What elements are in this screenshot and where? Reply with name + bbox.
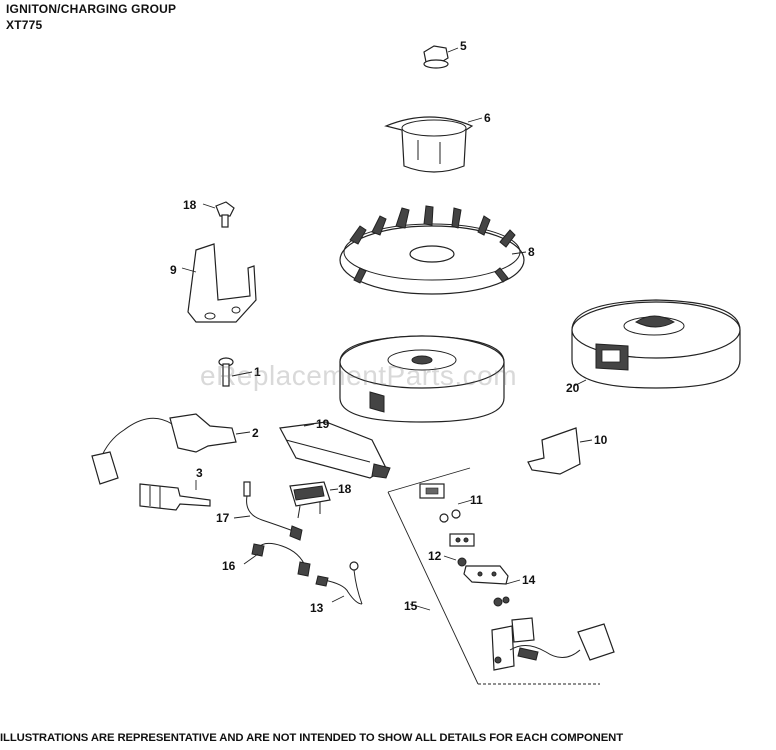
part-15-group-bracket[interactable] xyxy=(387,467,600,685)
flywheel[interactable] xyxy=(339,335,505,423)
part-3-spark-plug[interactable] xyxy=(139,480,211,511)
callout-17: 17 xyxy=(216,511,230,525)
callout-13: 14 xyxy=(522,573,536,587)
callout-20: 20 xyxy=(566,381,580,395)
callout-5: 6 xyxy=(484,111,491,125)
diagram-title: IGNITON/CHARGING GROUP xyxy=(6,2,177,16)
callout-9: 10 xyxy=(594,433,608,447)
part-4-nut[interactable] xyxy=(423,45,459,69)
part-2-ignition-coil[interactable] xyxy=(91,413,251,485)
callout-4: 5 xyxy=(460,39,467,53)
callout-12: 13 xyxy=(310,601,324,615)
callout-6: 8 xyxy=(528,245,535,259)
callout-19: 19 xyxy=(316,417,330,431)
model-number: XT775 xyxy=(6,18,43,32)
watermark: eReplacementParts.com xyxy=(200,360,518,391)
part-9-plate[interactable] xyxy=(527,427,593,475)
footer-disclaimer: ILLUSTRATIONS ARE REPRESENTATIVE AND ARE… xyxy=(0,732,624,744)
part-16-harness[interactable] xyxy=(243,542,311,577)
part-18-switch[interactable] xyxy=(289,481,339,519)
callout-16: 16 xyxy=(222,559,236,573)
terminal-block-assembly[interactable] xyxy=(491,617,615,671)
part-10-connectors[interactable] xyxy=(419,483,475,547)
part-13-terminal[interactable] xyxy=(463,565,521,607)
callout-2: 2 xyxy=(252,426,259,440)
part-6-fan[interactable] xyxy=(339,205,527,295)
part-19-rectifier[interactable] xyxy=(279,421,391,479)
callout-11: 12 xyxy=(428,549,442,563)
part-8-bracket[interactable] xyxy=(181,243,257,323)
callout-14: 18 xyxy=(183,198,197,212)
part-20-flywheel-magnet[interactable] xyxy=(571,299,741,389)
part-11-nut[interactable] xyxy=(443,555,467,567)
callout-18: 18 xyxy=(338,482,352,496)
part-1-bolt[interactable] xyxy=(218,357,253,387)
part-5-fan-cup[interactable] xyxy=(384,116,483,173)
callout-10: 11 xyxy=(470,493,483,507)
part-14-screw[interactable] xyxy=(202,201,235,228)
callout-15: 15 xyxy=(404,599,418,613)
part-12-ground-lead[interactable] xyxy=(315,561,363,605)
part-17-wire-lead[interactable] xyxy=(233,481,303,541)
callout-8: 9 xyxy=(170,263,177,277)
callout-3: 3 xyxy=(196,466,203,480)
callout-1: 1 xyxy=(254,365,261,379)
